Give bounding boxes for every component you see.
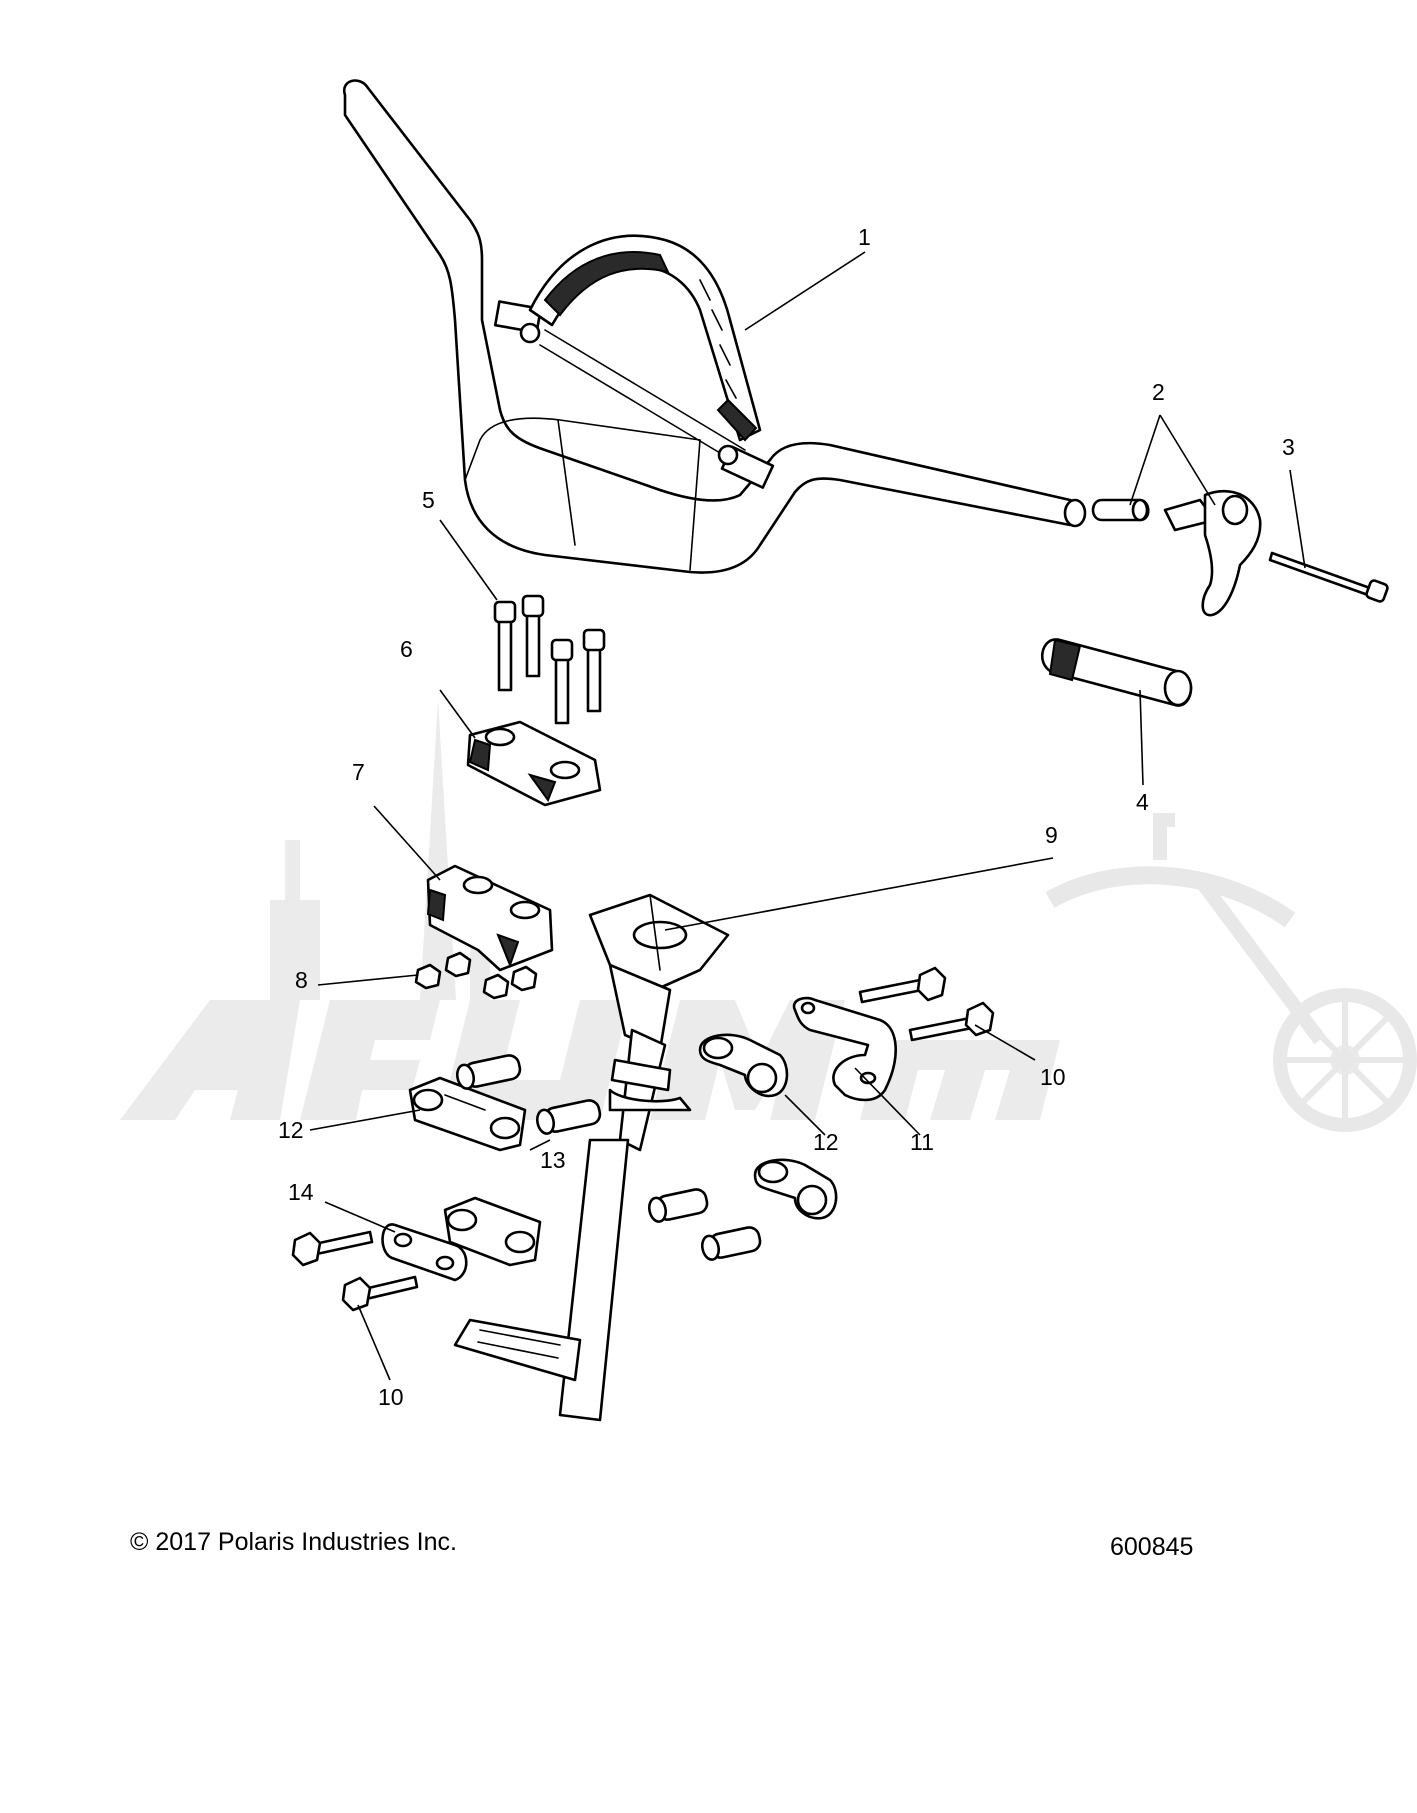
plate	[381, 1223, 468, 1282]
clamp-block-lower-left	[443, 1196, 542, 1267]
leader-lines	[309, 251, 1306, 1381]
callout-13: 13	[540, 1147, 566, 1173]
copyright-notice: © 2017 Polaris Industries Inc.	[130, 1528, 457, 1556]
nuts	[414, 951, 538, 1000]
bolt-long	[1268, 551, 1389, 603]
callout-5: 5	[422, 487, 435, 513]
diagram-number: 600845	[1110, 1533, 1194, 1561]
handlebar	[342, 79, 1087, 574]
mount-bracket	[792, 996, 897, 1102]
callout-10b: 10	[378, 1384, 404, 1410]
callout-11: 11	[910, 1129, 934, 1155]
callout-10a: 10	[1040, 1064, 1066, 1090]
callout-8: 8	[295, 967, 308, 993]
steering-post	[453, 893, 730, 1422]
handlebar-pad	[528, 234, 762, 442]
callout-7: 7	[352, 759, 365, 785]
clamp-block-lower-right	[753, 1158, 838, 1220]
spacers	[455, 1054, 762, 1261]
throttle-assembly	[1091, 489, 1262, 617]
callout-3: 3	[1282, 434, 1295, 460]
clamp-block-upper-right	[698, 1033, 789, 1098]
callout-12b: 12	[813, 1129, 839, 1155]
lower-clamp	[426, 864, 554, 972]
callout-6: 6	[400, 636, 413, 662]
clamp-bolts	[493, 594, 606, 725]
callout-labels: 1 2 3 4 5 6 7 8 9 10 10 11 12 12 13 14	[278, 224, 1295, 1410]
callout-2: 2	[1152, 379, 1165, 405]
callout-14: 14	[288, 1179, 314, 1205]
callout-4: 4	[1136, 789, 1149, 815]
callout-9: 9	[1045, 822, 1058, 848]
clamp-block-left	[408, 1076, 527, 1152]
bolts-right	[858, 966, 995, 1042]
callout-1: 1	[858, 224, 871, 250]
grip	[1040, 638, 1193, 707]
callout-12a: 12	[278, 1117, 304, 1143]
upper-clamp	[466, 720, 602, 807]
bolts-left	[291, 1230, 419, 1312]
